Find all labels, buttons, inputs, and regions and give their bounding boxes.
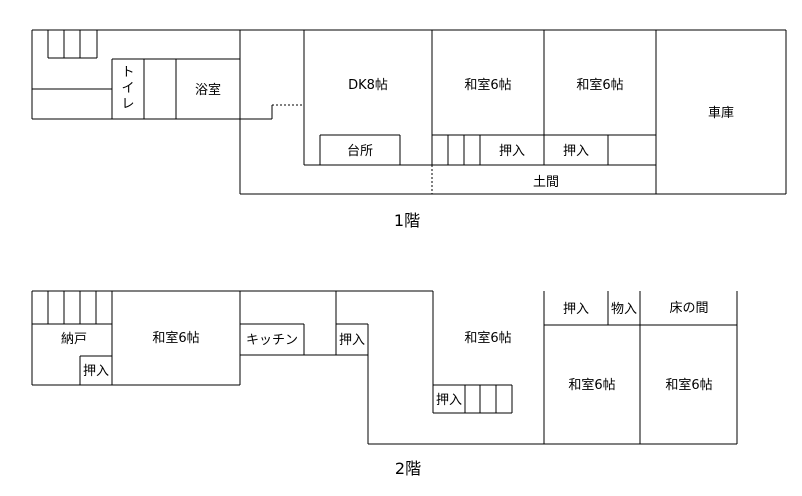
room-label-monoire: 物入 (611, 302, 637, 317)
room-label-row-oshiire: 押入 (563, 302, 589, 317)
room-label-kitchen: キッチン (246, 333, 298, 348)
room-label-washitsu-a: 和室6帖 (464, 77, 511, 93)
room-label-nando-oshiire: 押入 (83, 364, 109, 379)
room-label-oshiire-a: 押入 (499, 144, 525, 159)
room-label-dk: DK8帖 (348, 78, 388, 93)
room-label-tokonoma: 床の間 (669, 301, 708, 316)
room-label-washitsu-right: 和室6帖 (665, 377, 712, 393)
room-label-center-oshiire: 押入 (436, 393, 462, 408)
room-label-toilet: トイレ (121, 65, 134, 112)
room-label-bathroom: 浴室 (195, 82, 221, 98)
room-label-washitsu-left: 和室6帖 (152, 330, 199, 346)
room-label-hall-oshiire: 押入 (339, 333, 365, 348)
room-label-washitsu-center: 和室6帖 (464, 330, 511, 346)
floor2-caption: 2階 (395, 459, 421, 478)
floor2-plan: 納戸 押入 和室6帖 キッチン 押入 和室6帖 押入 押入 物入 床の間 和室6… (31, 290, 738, 478)
room-label-doma: 土間 (533, 175, 559, 190)
floor1-plan: トイレ 浴室 DK8帖 台所 和室6帖 和室6帖 押入 押入 土間 車庫 1階 (31, 29, 787, 230)
room-label-nando: 納戸 (61, 332, 87, 347)
floor2-walls (31, 290, 738, 445)
room-label-washitsu-b: 和室6帖 (576, 77, 623, 93)
room-label-garage: 車庫 (708, 106, 734, 121)
floor1-dotted-lines (272, 104, 433, 194)
floor1-walls (31, 29, 787, 195)
room-label-oshiire-b: 押入 (563, 144, 589, 159)
room-label-washitsu-mid: 和室6帖 (568, 377, 615, 393)
room-label-daidokoro: 台所 (347, 144, 373, 159)
floor1-caption: 1階 (394, 211, 420, 230)
